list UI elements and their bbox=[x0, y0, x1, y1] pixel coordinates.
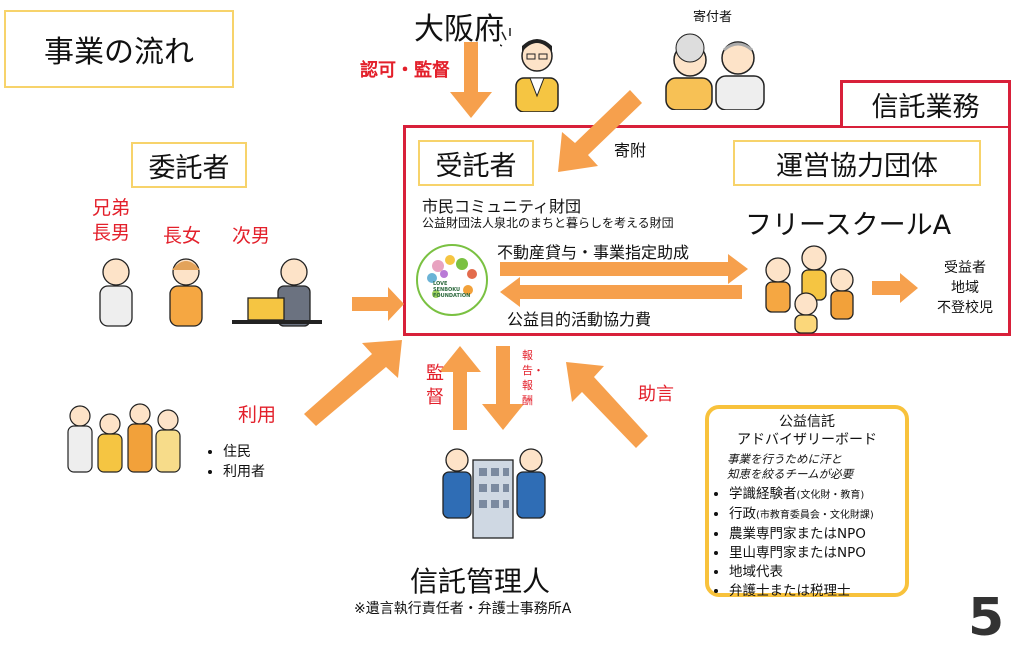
advisory-note: 事業を行うために汗と 知恵を絞るチームが必要 bbox=[727, 452, 854, 481]
osaka-label: 大阪府 bbox=[414, 12, 504, 47]
advisory-member: 学識経験者(文化財・教育) bbox=[729, 485, 905, 505]
use-arrow bbox=[304, 340, 402, 426]
grant-arrow bbox=[500, 254, 748, 284]
supervise-label: 監督 bbox=[426, 363, 444, 408]
trustee-label: 受託者 bbox=[418, 140, 534, 186]
beneficiary-list: 受益者 地域 不登校児 bbox=[937, 260, 993, 316]
donation-arrow bbox=[558, 90, 642, 172]
settlor-label: 委託者 bbox=[131, 142, 247, 188]
official-illustration bbox=[500, 28, 559, 112]
advisory-board-box: 公益信託 アドバイザリーボード 事業を行うために汗と 知恵を絞るチームが必要 学… bbox=[705, 405, 909, 599]
trust-business-frame bbox=[403, 125, 1011, 336]
trust-manager-sub: ※遺言執行責任者・弁護士事務所A bbox=[354, 601, 572, 617]
trust-manager-title: 信託管理人 bbox=[410, 565, 551, 598]
trust-business-label: 信託業務 bbox=[840, 80, 1011, 126]
cooperation-fee-arrow bbox=[500, 277, 742, 307]
supervise-arrow bbox=[439, 346, 481, 430]
settlor-arrow bbox=[352, 287, 404, 321]
donor-illustration bbox=[665, 33, 765, 110]
partner-name: フリースクールA bbox=[745, 210, 952, 241]
children-illustration bbox=[765, 245, 854, 334]
settlor-member-eldest: 兄弟 長男 bbox=[92, 197, 131, 244]
page-number: 5 bbox=[968, 588, 1005, 648]
grant-label: 不動産貸与・事業指定助成 bbox=[497, 243, 690, 262]
siblings-illustration bbox=[99, 258, 322, 327]
report-arrow bbox=[482, 346, 524, 430]
foundation-logo bbox=[416, 244, 488, 316]
approval-arrow bbox=[450, 42, 492, 118]
settlor-member-daughter: 長女 bbox=[163, 225, 202, 247]
advisory-member: 行政(市教育委員会・文化財課) bbox=[729, 505, 905, 525]
users-list: 住民 利用者 bbox=[205, 442, 265, 482]
report-label: 報告・報酬 bbox=[522, 349, 544, 407]
advisory-member: 農業専門家またはNPO bbox=[729, 525, 905, 544]
advice-arrow bbox=[566, 362, 648, 448]
advisory-member: 里山専門家またはNPO bbox=[729, 544, 905, 563]
advisory-member: 地域代表 bbox=[729, 563, 905, 582]
use-label: 利用 bbox=[238, 404, 277, 426]
advisory-title: 公益信託 アドバイザリーボード bbox=[737, 414, 877, 448]
settlor-member-second: 次男 bbox=[232, 225, 271, 247]
approval-label: 認可・監督 bbox=[360, 60, 450, 81]
beneficiary-arrow bbox=[872, 273, 918, 303]
advice-label: 助言 bbox=[638, 384, 674, 405]
advisory-members: 学識経験者(文化財・教育) 行政(市教育委員会・文化財課) 農業専門家またはNP… bbox=[709, 485, 905, 601]
trustee-org-name: 市民コミュニティ財団 bbox=[422, 197, 582, 216]
donor-label: 寄付者 bbox=[693, 10, 733, 25]
partner-label: 運営協力団体 bbox=[733, 140, 981, 186]
page-title: 事業の流れ bbox=[4, 10, 234, 88]
residents-illustration bbox=[67, 403, 181, 473]
logo-text: LOVE SENBOKU FOUNDATION bbox=[433, 281, 471, 299]
trustee-org-fullname: 公益財団法人泉北のまちと暮らしを考える財団 bbox=[422, 216, 674, 230]
manager-illustration bbox=[442, 448, 546, 539]
cooperation-fee-label: 公益目的活動協力費 bbox=[507, 310, 652, 329]
advisory-member: 弁護士または税理士 bbox=[729, 582, 905, 601]
donation-label: 寄附 bbox=[614, 141, 647, 160]
